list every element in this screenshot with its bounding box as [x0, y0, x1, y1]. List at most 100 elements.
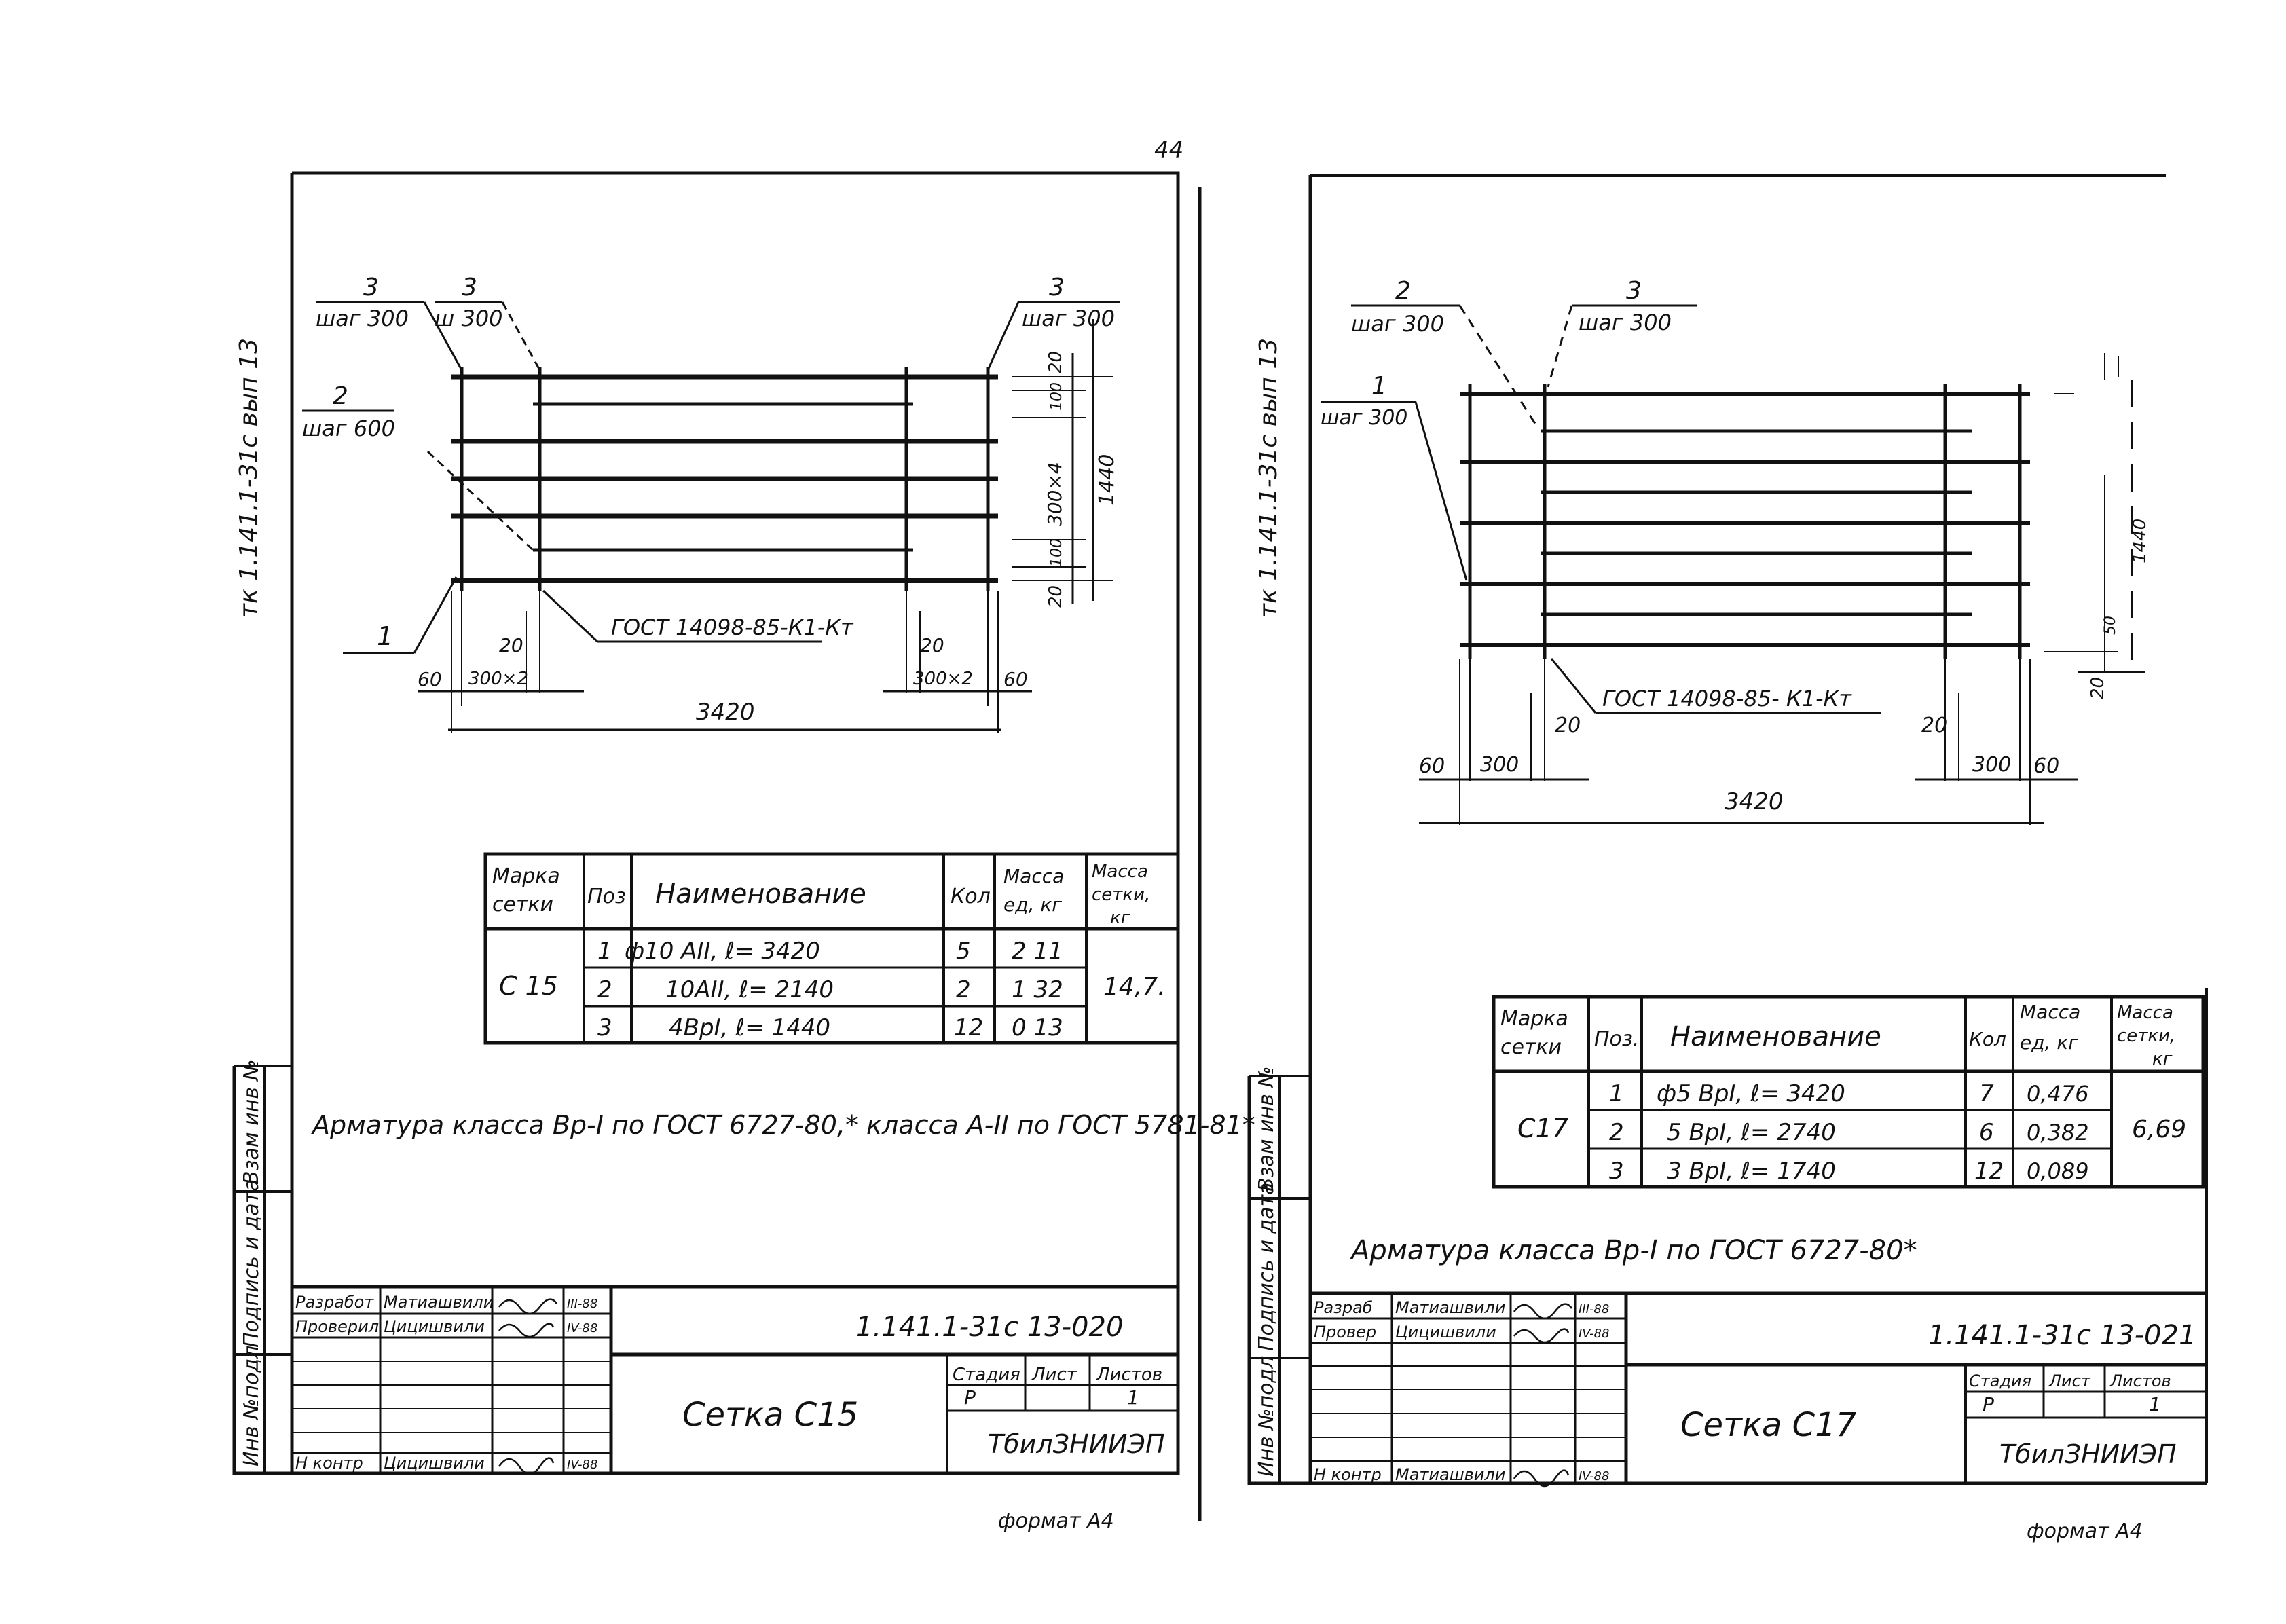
right-row3-mass: 0,089 — [2027, 1158, 2089, 1184]
left-side-label-sign: Подпись и дата — [240, 1179, 263, 1348]
left-signature-2 — [498, 1323, 555, 1338]
left-row1-name: ф10 АII, ℓ= 3420 — [625, 938, 820, 965]
right-callout-pos2-note: шаг 300 — [1351, 311, 1444, 337]
right-tb-role-1: Разраб — [1314, 1298, 1373, 1317]
right-tb-sheet-label: Лист — [2048, 1371, 2091, 1390]
left-th-mark-2: сетки — [492, 893, 553, 917]
left-tb-stage-label: Стадия — [953, 1365, 1020, 1385]
right-row3-pos: 3 — [1609, 1158, 1624, 1185]
left-gost-callout: ГОСТ 14098-85-К1-Кт — [611, 614, 854, 640]
right-tb-date-6: IV-88 — [1579, 1469, 1609, 1483]
right-callout-pos1-note: шаг 300 — [1321, 406, 1407, 430]
left-mesh — [451, 367, 998, 591]
right-tb-role-6: Н контр — [1314, 1465, 1382, 1484]
right-tb-name-1: Матиашвили — [1395, 1298, 1505, 1317]
right-th-qty: Кол — [1969, 1028, 2006, 1050]
left-callout-pos1: 1 — [377, 621, 393, 651]
left-callout-pos3-c: 3 — [1049, 274, 1065, 301]
left-dim-300x2-left: 300×2 — [468, 669, 528, 689]
left-dim-300x4: 300×4 — [1044, 462, 1066, 526]
right-mark-value: С17 — [1517, 1113, 1568, 1143]
right-callouts: 2 шаг 300 3 шаг 300 1 шаг 300 ГОСТ 14098… — [1321, 277, 1881, 714]
left-row2-qty: 2 — [956, 976, 971, 1003]
right-side-label-sign: Подпись и дата — [1255, 1183, 1278, 1352]
left-tb-date-1: III-88 — [567, 1297, 597, 1311]
right-row2-name: 5 ВрI, ℓ= 2740 — [1667, 1119, 1836, 1146]
right-th-pos: Поз. — [1594, 1027, 1639, 1051]
right-tb-name-6: Матиашвили — [1395, 1465, 1505, 1484]
left-callout-pos3-b-note: ш 300 — [435, 306, 503, 331]
left-tb-title: Сетка С15 — [682, 1396, 858, 1434]
right-th-total-2: сетки, — [2117, 1026, 2175, 1046]
right-tb-date-2: IV-88 — [1579, 1327, 1609, 1341]
left-th-pos: Поз — [587, 885, 626, 908]
right-spec-table: Марка сетки Поз. Наименование Кол Масса … — [1492, 995, 2205, 1189]
right-dim-20-left: 20 — [1555, 714, 1581, 737]
right-row3-name: 3 ВрI, ℓ= 1740 — [1667, 1158, 1836, 1185]
left-dim-60-left: 60 — [418, 668, 442, 690]
page-number: 44 — [1154, 136, 1183, 164]
left-row3-mass: 0 13 — [1012, 1014, 1063, 1041]
right-dim-300-right: 300 — [1972, 753, 2011, 777]
left-total-value: 14,7. — [1103, 973, 1166, 1001]
right-tb-role-2: Провер — [1314, 1323, 1376, 1342]
right-tb-title: Сетка С17 — [1680, 1406, 1857, 1444]
right-sheet: тк 1.141.1-31с вып 13 2 шаг 300 3 ш — [1247, 174, 2208, 1543]
left-tb-date-2: IV-88 — [567, 1321, 597, 1335]
right-row1-mass: 0,476 — [2027, 1081, 2089, 1107]
left-th-mass-1: Масса — [1003, 865, 1064, 887]
left-tb-sheet-label: Лист — [1031, 1365, 1077, 1385]
left-dim-20-left: 20 — [499, 634, 523, 657]
left-th-mark-1: Марка — [492, 864, 560, 888]
right-callout-pos3-note: шаг 300 — [1579, 310, 1672, 335]
right-side-stamp: Инв №подл Подпись и дата Взам инв № — [1249, 1066, 1310, 1483]
left-callout-pos3-c-note: шаг 300 — [1022, 306, 1115, 331]
right-frame-bottom — [1247, 1076, 2207, 1485]
right-th-mass-2: ед, кг — [2020, 1031, 2078, 1054]
left-mark-value: С 15 — [499, 971, 558, 1001]
left-callout-pos3-a: 3 — [363, 274, 379, 301]
left-tb-name-1: Матиашвили — [384, 1293, 494, 1312]
left-th-total-1: Масса — [1092, 862, 1148, 882]
right-tb-code: 1.141.1-31с 13-021 — [1928, 1320, 2196, 1351]
right-note: Арматура класса Вр-I по ГОСТ 6727-80* — [1349, 1235, 1917, 1266]
left-format: формат А4 — [998, 1509, 1114, 1533]
right-format: формат А4 — [2027, 1519, 2143, 1543]
left-th-total-2: сетки, — [1092, 885, 1150, 905]
left-spec-table: Марка сетки Поз Наименование Кол Масса е… — [483, 852, 1180, 1045]
left-tb-date-6: IV-88 — [567, 1458, 597, 1472]
left-side-code: тк 1.141.1-31с вып 13 — [235, 338, 263, 618]
right-row3-qty: 12 — [1974, 1158, 2004, 1185]
left-side-label-replace: Взам инв № — [240, 1059, 263, 1185]
right-signature-2 — [1513, 1328, 1570, 1344]
left-callouts: 3 шаг 300 3 ш 300 3 шаг 300 2 шаг 600 1 … — [302, 274, 1120, 654]
right-dim-50: 50 — [2102, 616, 2119, 635]
right-tb-date-1: III-88 — [1579, 1302, 1609, 1316]
left-tb-name-2: Цицишвили — [384, 1317, 485, 1336]
left-tb-sheets-label: Листов — [1096, 1365, 1162, 1385]
right-dim-3420: 3420 — [1725, 788, 1784, 815]
left-row3-name: 4ВрI, ℓ= 1440 — [669, 1014, 830, 1041]
right-callout-pos3: 3 — [1626, 277, 1642, 305]
left-row1-mass: 2 11 — [1012, 938, 1063, 965]
left-tb-org: ТбилЗНИИЭП — [988, 1429, 1165, 1459]
left-dim-20-right: 20 — [920, 634, 944, 657]
right-horizontal-dims: 60 300 20 20 300 60 3420 — [1419, 659, 2078, 825]
left-row1-pos: 1 — [597, 938, 612, 965]
right-th-name: Наименование — [1670, 1021, 1881, 1052]
right-vertical-dims: 1440 50 20 — [2044, 353, 2150, 699]
right-tb-name-2: Цицишвили — [1395, 1323, 1496, 1342]
left-tb-sheets: 1 — [1127, 1386, 1139, 1409]
left-th-name: Наименование — [655, 879, 866, 910]
right-th-mark-2: сетки — [1500, 1035, 1562, 1059]
left-tb-role-6: Н контр — [295, 1454, 363, 1473]
left-dim-20-bot: 20 — [1046, 585, 1066, 608]
left-row2-name: 10АII, ℓ= 2140 — [665, 976, 834, 1003]
right-th-total-1: Масса — [2117, 1003, 2173, 1023]
right-mesh — [1460, 384, 2030, 659]
right-dim-1440: 1440 — [2130, 519, 2150, 564]
left-th-mass-2: ед, кг — [1003, 893, 1062, 916]
left-sheet: тк 1.141.1-31с вып 13 3 шаг 300 3 ш 300 — [232, 171, 1255, 1533]
left-tb-name-6: Цицишвили — [384, 1454, 485, 1473]
left-row1-qty: 5 — [956, 938, 971, 965]
